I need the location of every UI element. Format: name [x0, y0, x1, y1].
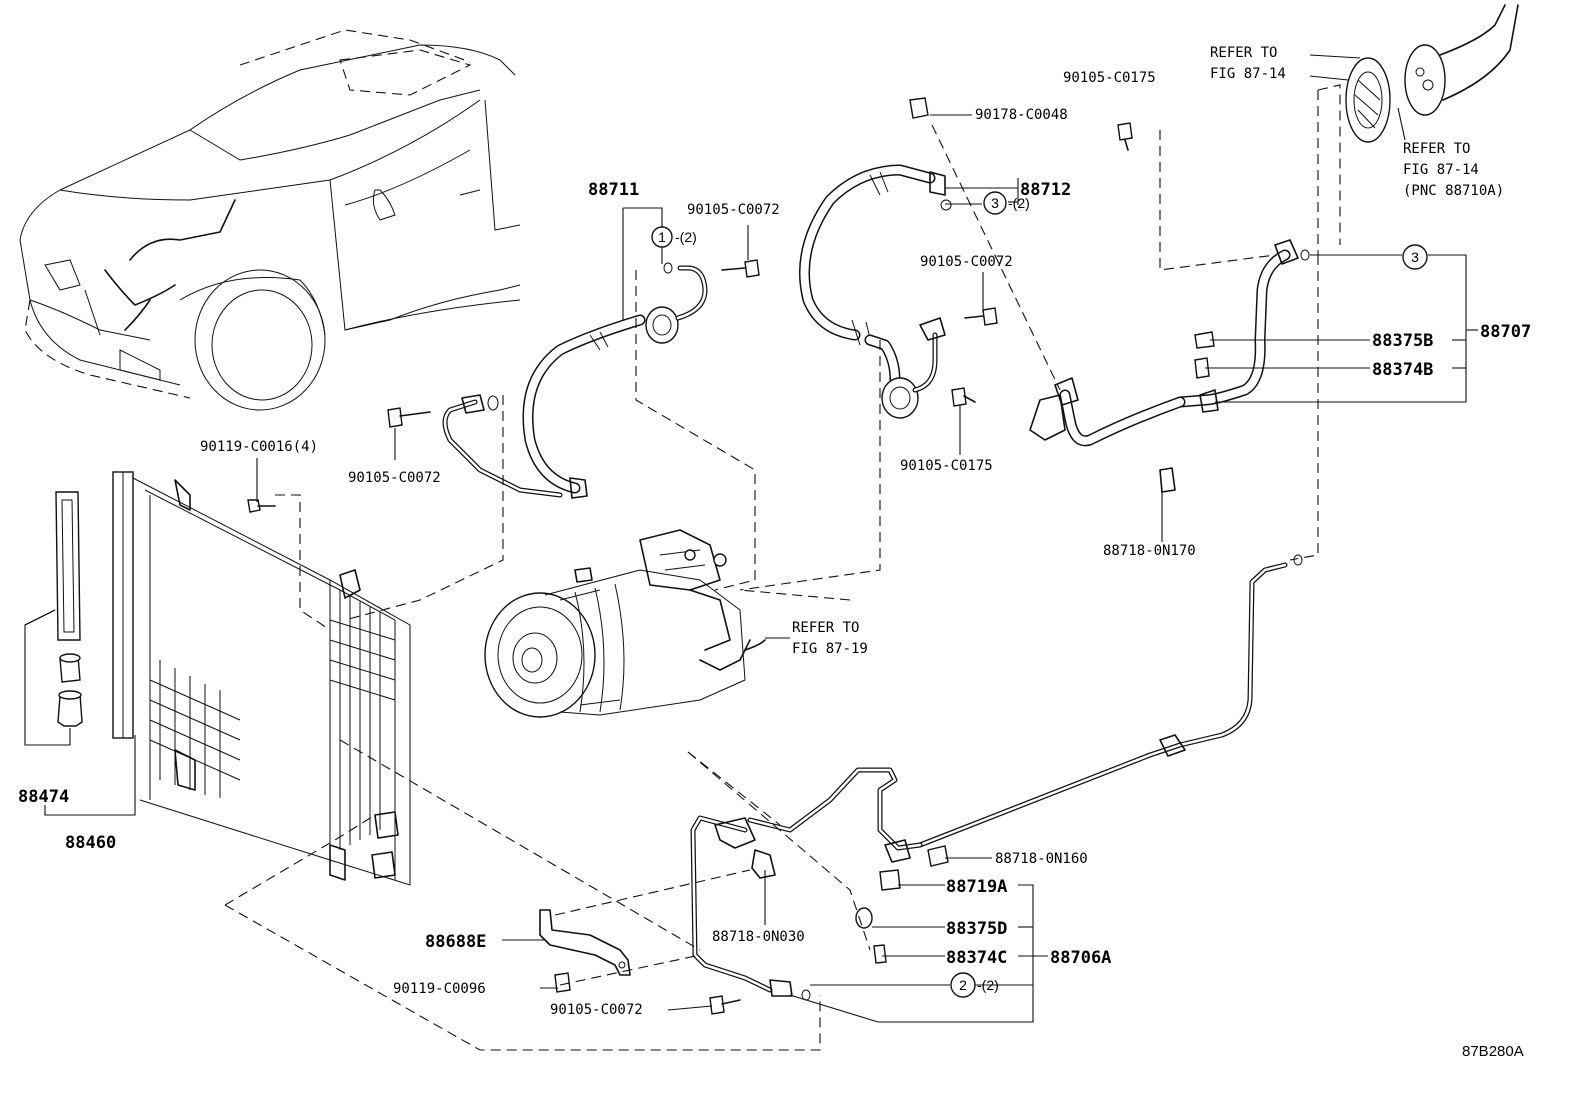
compressor [484, 529, 766, 718]
label-88374C: 88374C [946, 948, 1007, 968]
bolt-icon [554, 972, 571, 993]
part-labels: 88711 90105-C0072 90178-C0048 90105-C017… [18, 70, 1531, 1018]
label-88374B: 88374B [1372, 360, 1433, 380]
label-90105-C0072-left: 90105-C0072 [348, 470, 441, 486]
label-88707: 88707 [1480, 322, 1531, 342]
suction-hose-88712 [798, 164, 946, 419]
label-90119-C0016: 90119-C0016(4) [200, 439, 318, 455]
bolt-icon [709, 995, 741, 1015]
bolt-icon [1117, 122, 1133, 151]
label-88719A: 88719A [946, 877, 1007, 897]
callout-3-pipe: 3 [1402, 244, 1428, 270]
condenser-core-grid [149, 580, 396, 860]
svg-text:2: 2 [959, 977, 967, 993]
label-88712: 88712 [1020, 180, 1071, 200]
fig-ref-label: FIG 87-14 [1403, 162, 1479, 178]
condenser [112, 471, 411, 886]
bracket-88688E [539, 909, 631, 976]
label-90119-C0096: 90119-C0096 [393, 981, 486, 997]
reference-notes: REFER TO FIG 87-14 REFER TO FIG 87-14 (P… [792, 45, 1504, 657]
pnc-ref-label: (PNC 88710A) [1403, 183, 1504, 199]
o-ring-icon [1300, 249, 1310, 261]
bolt-icon [721, 259, 760, 278]
o-ring-icon [940, 199, 952, 211]
label-88375B: 88375B [1372, 331, 1433, 351]
fasteners [247, 97, 1310, 1015]
small-pipe-left [442, 394, 563, 498]
label-88711: 88711 [588, 180, 639, 200]
refer-to-label: REFER TO [1210, 45, 1277, 61]
label-88688E: 88688E [425, 932, 486, 952]
bolt-icon [964, 307, 998, 326]
valve-icon [873, 944, 887, 964]
label-90178-C0048: 90178-C0048 [975, 107, 1068, 123]
svg-text:1: 1 [658, 229, 666, 245]
svg-text:-(2): -(2) [977, 977, 999, 993]
label-90105-C0072-bottom: 90105-C0072 [550, 1002, 643, 1018]
refer-to-label: REFER TO [792, 620, 859, 636]
label-90105-C0072-top: 90105-C0072 [687, 202, 780, 218]
discharge-hose-88711 [522, 265, 708, 499]
svg-text:-(2): -(2) [1008, 195, 1030, 211]
label-88718-0N030: 88718-0N030 [712, 929, 805, 945]
svg-text:-(2): -(2) [675, 229, 697, 245]
fig-ref-label: FIG 87-19 [792, 641, 868, 657]
bolt-icon [951, 387, 976, 407]
o-ring-icon [663, 262, 673, 274]
label-90105-C0175-mid: 90105-C0175 [900, 458, 993, 474]
callout-2: 2 -(2) [950, 972, 999, 998]
svg-text:3: 3 [991, 195, 999, 211]
label-88718-0N170: 88718-0N170 [1103, 543, 1196, 559]
bolt-icon [247, 499, 276, 513]
label-90105-C0175-top: 90105-C0175 [1063, 70, 1156, 86]
label-88706A: 88706A [1050, 948, 1111, 968]
label-90105-C0072-mid: 90105-C0072 [920, 254, 1013, 270]
leader-lines [24, 54, 1478, 1023]
clip-icon [927, 845, 949, 867]
o-ring-icon [1293, 554, 1303, 566]
plug-icon [879, 869, 901, 891]
fig-ref-label: FIG 87-14 [1210, 66, 1286, 82]
label-88375D: 88375D [946, 919, 1007, 939]
bolt-icon [909, 97, 929, 119]
bolt-icon [387, 407, 431, 428]
callout-1: 1 -(2) [651, 226, 697, 248]
fittings-top-right [1345, 4, 1519, 143]
label-88474: 88474 [18, 787, 69, 807]
vehicle-outline [19, 29, 521, 411]
label-88460: 88460 [65, 833, 116, 853]
liquid-tube-88706A [690, 562, 1288, 997]
callout-3-hose: 3 -(2) [983, 191, 1030, 215]
figure-code: 87B280A [1462, 1043, 1524, 1060]
refer-to-label: REFER TO [1403, 141, 1470, 157]
pipe-88707 [1029, 239, 1299, 493]
svg-text:3: 3 [1411, 249, 1419, 265]
cap-icon [855, 907, 873, 929]
label-88718-0N160: 88718-0N160 [995, 851, 1088, 867]
assembly-guide-lines [224, 84, 1341, 1051]
receiver-drier-parts [55, 491, 83, 727]
